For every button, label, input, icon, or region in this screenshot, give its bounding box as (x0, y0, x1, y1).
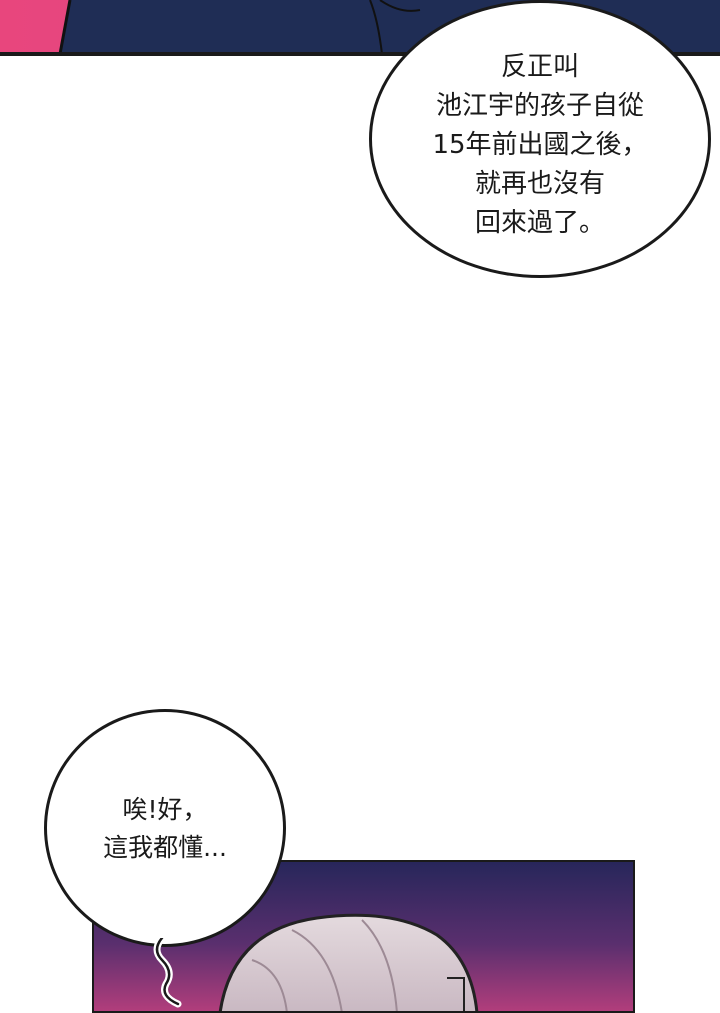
character-hair (218, 913, 479, 1013)
panel-border (0, 52, 720, 56)
speech-bubble-1-text: 反正叫 池江宇的孩子自從 15年前出國之後， 就再也沒有 回來過了。 (432, 48, 647, 243)
bubble-1-line: 反正叫 (500, 51, 579, 82)
bubble-1-line: 15年前出國之後， (432, 129, 648, 160)
bubble-2-line: 唉!好， (122, 795, 208, 824)
bubble-2-line: 這我都懂... (103, 833, 227, 862)
speech-bubble-2-text: 唉!好， 這我都懂... (103, 791, 227, 867)
speech-bubble-2: 唉!好， 這我都懂... (44, 709, 286, 947)
bubble-1-line: 回來過了。 (474, 207, 605, 238)
bubble-1-line: 就再也沒有 (474, 168, 605, 199)
speech-bubble-2-tail (153, 938, 182, 1008)
bubble-1-line: 池江宇的孩子自從 (435, 90, 644, 121)
speech-bubble-1: 反正叫 池江宇的孩子自從 15年前出國之後， 就再也沒有 回來過了。 (369, 0, 711, 278)
